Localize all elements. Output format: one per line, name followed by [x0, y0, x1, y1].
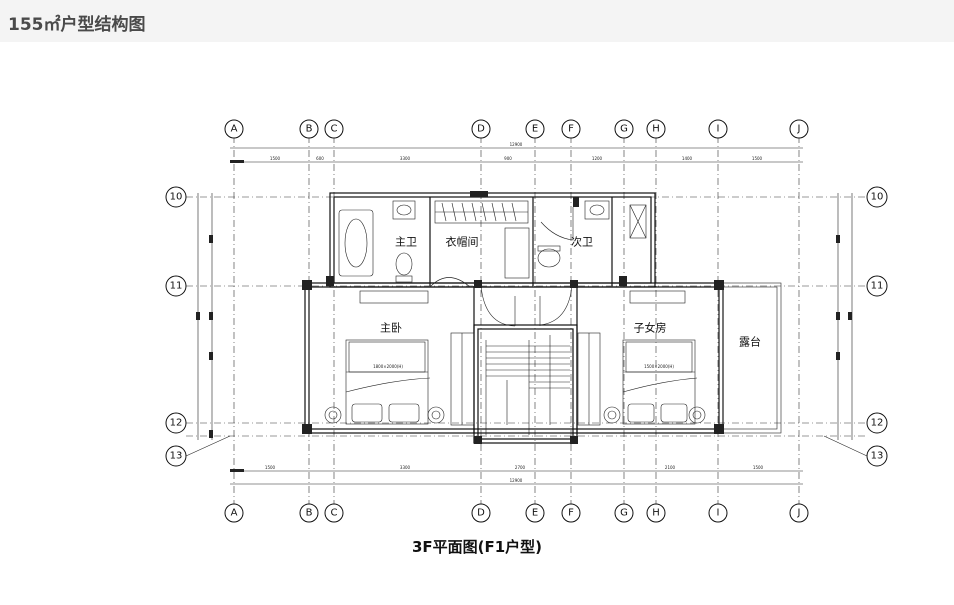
svg-text:900: 900	[504, 156, 512, 161]
axis-bubble-top: C	[324, 119, 344, 139]
axis-bubble-top: E	[525, 119, 545, 139]
axis-label: E	[532, 124, 538, 135]
axis-bubble-bottom: A	[224, 503, 244, 523]
dimension-lines: 1500 600 3300 900 1200 1400 1500 12900 1500 3…	[196, 142, 853, 485]
axis-bubble-left: 12	[165, 412, 187, 434]
bed-size-master: 1800×2000(H)	[373, 364, 403, 369]
column-axis-lines	[233, 136, 800, 506]
axis-bubble-bottom: C	[324, 503, 344, 523]
room-label-second-bath: 次卫	[571, 235, 593, 249]
axis-bubble-top: H	[646, 119, 666, 139]
axis-bubble-top: G	[614, 119, 634, 139]
svg-text:2100: 2100	[665, 465, 676, 470]
axis-label: G	[620, 508, 628, 519]
axis-label: H	[652, 508, 660, 519]
row-axis-bubbles-right: 10 11 12 13	[823, 186, 888, 467]
axis-label: 10	[170, 192, 183, 203]
room-labels: 主卫 衣帽间 次卫 主卧 子女房 露台 1800×2000(H) 1500×20…	[373, 235, 761, 370]
axis-label: C	[331, 508, 338, 519]
axis-label: I	[717, 124, 720, 135]
room-label-kids-room: 子女房	[634, 321, 667, 335]
axis-label: 11	[170, 281, 183, 292]
axis-label: C	[331, 124, 338, 135]
axis-bubble-top: D	[471, 119, 491, 139]
axis-label: 10	[871, 192, 884, 203]
column-axis-bubbles-bottom: A B C D E F G H I J	[224, 503, 809, 523]
svg-text:12900: 12900	[510, 142, 523, 147]
axis-label: 11	[871, 281, 884, 292]
svg-text:3300: 3300	[400, 156, 411, 161]
axis-bubble-bottom: B	[299, 503, 319, 523]
svg-text:1200: 1200	[592, 156, 603, 161]
floor-plan-panel: 1500 600 3300 900 1200 1400 1500 12900 1500 3…	[0, 42, 954, 605]
axis-bubble-right: 11	[866, 275, 888, 297]
row-axis-lines	[186, 196, 866, 437]
axis-label: B	[306, 124, 313, 135]
axis-label: F	[568, 124, 574, 135]
axis-bubble-bottom: D	[471, 503, 491, 523]
axis-bubble-top: J	[789, 119, 809, 139]
axis-label: 13	[170, 451, 183, 462]
axis-bubble-top: I	[708, 119, 728, 139]
plan-caption: 3F平面图(F1户型)	[411, 538, 543, 556]
axis-bubble-bottom: E	[525, 503, 545, 523]
svg-text:1400: 1400	[682, 156, 693, 161]
svg-text:1500: 1500	[270, 156, 281, 161]
axis-bubble-bottom: H	[646, 503, 666, 523]
svg-text:12900: 12900	[510, 478, 523, 483]
page-title: 155㎡户型结构图	[8, 15, 146, 35]
column-axis-bubbles-top: A B C D E F G H I J	[224, 119, 809, 139]
axis-bubble-top: B	[299, 119, 319, 139]
floor-plan-drawing: 1500 600 3300 900 1200 1400 1500 12900 1500 3…	[165, 119, 888, 523]
axis-label: H	[652, 124, 660, 135]
svg-text:1500: 1500	[753, 465, 764, 470]
bed-size-kids: 1500×2000(H)	[644, 364, 674, 369]
room-label-cloakroom: 衣帽间	[446, 235, 479, 249]
axis-bubble-top: F	[561, 119, 581, 139]
axis-label: F	[568, 508, 574, 519]
axis-label: 13	[871, 451, 884, 462]
axis-bubble-bottom: I	[708, 503, 728, 523]
axis-label: G	[620, 124, 628, 135]
axis-bubble-left: 11	[165, 275, 187, 297]
fixtures	[324, 200, 706, 435]
axis-bubble-left: 10	[165, 186, 187, 208]
axis-bubble-right: 10	[866, 186, 888, 208]
axis-bubble-right: 13	[866, 445, 888, 467]
room-label-master-bath: 主卫	[395, 236, 417, 249]
svg-text:2700: 2700	[515, 465, 526, 470]
axis-label: I	[717, 508, 720, 519]
svg-text:3300: 3300	[400, 465, 411, 470]
room-label-master-bedroom: 主卧	[380, 322, 402, 335]
building-walls	[302, 191, 782, 444]
axis-label: J	[797, 508, 801, 519]
svg-text:1500: 1500	[265, 465, 276, 470]
axis-label: J	[797, 124, 801, 135]
axis-label: 12	[170, 418, 183, 429]
axis-label: D	[477, 508, 485, 519]
axis-label: A	[231, 508, 238, 519]
axis-bubble-bottom: F	[561, 503, 581, 523]
row-axis-bubbles-left: 10 11 12 13	[165, 186, 231, 467]
axis-bubble-bottom: J	[789, 503, 809, 523]
axis-label: 12	[871, 418, 884, 429]
axis-label: B	[306, 508, 313, 519]
svg-text:600: 600	[316, 156, 324, 161]
svg-text:1500: 1500	[752, 156, 763, 161]
axis-bubble-top: A	[224, 119, 244, 139]
axis-label: D	[477, 124, 485, 135]
axis-bubble-left: 13	[165, 445, 187, 467]
room-label-terrace: 露台	[739, 335, 761, 349]
axis-label: E	[532, 508, 538, 519]
axis-bubble-right: 12	[866, 412, 888, 434]
axis-label: A	[231, 124, 238, 135]
axis-bubble-bottom: G	[614, 503, 634, 523]
